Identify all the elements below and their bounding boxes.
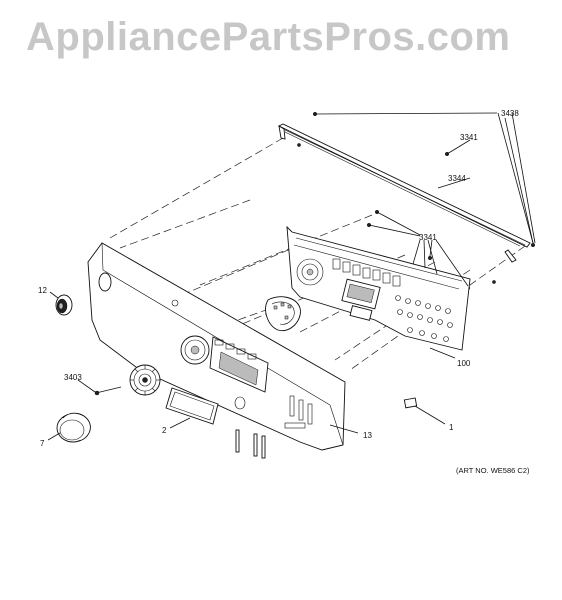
art-number-label: (ART NO. WE586 C2) — [456, 466, 530, 475]
push-button-keys — [235, 429, 266, 459]
watermark-logo-text: AppliancePartsPros.com — [26, 15, 511, 59]
small-knob-part — [55, 294, 73, 316]
callout-3341-top: 3341 — [460, 133, 478, 142]
callout-12: 12 — [38, 286, 47, 295]
callout-13: 13 — [363, 431, 372, 440]
display-lens-part — [165, 387, 219, 425]
callout-2: 2 — [162, 426, 167, 435]
callout-7: 7 — [40, 439, 45, 448]
callout-3438: 3438 — [501, 109, 519, 118]
callout-3341-board: 3341 — [419, 233, 437, 242]
callout-labels: 3438 3341 3344 3341 12 100 3403 2 13 1 7… — [38, 109, 530, 475]
callout-3403: 3403 — [64, 373, 82, 382]
dial-skirt-part — [129, 364, 161, 396]
clip-part — [403, 397, 418, 409]
callout-1: 1 — [449, 423, 454, 432]
leader-lines — [47, 112, 536, 441]
callout-3344: 3344 — [448, 174, 466, 183]
board-insulator-part — [265, 296, 301, 332]
callout-100: 100 — [457, 359, 471, 368]
main-knob-part — [56, 412, 91, 443]
screw-3403-part — [94, 386, 122, 396]
top-trim-strip-part — [277, 123, 531, 263]
control-board-part — [286, 225, 471, 351]
console-backsplash-part — [87, 242, 346, 451]
